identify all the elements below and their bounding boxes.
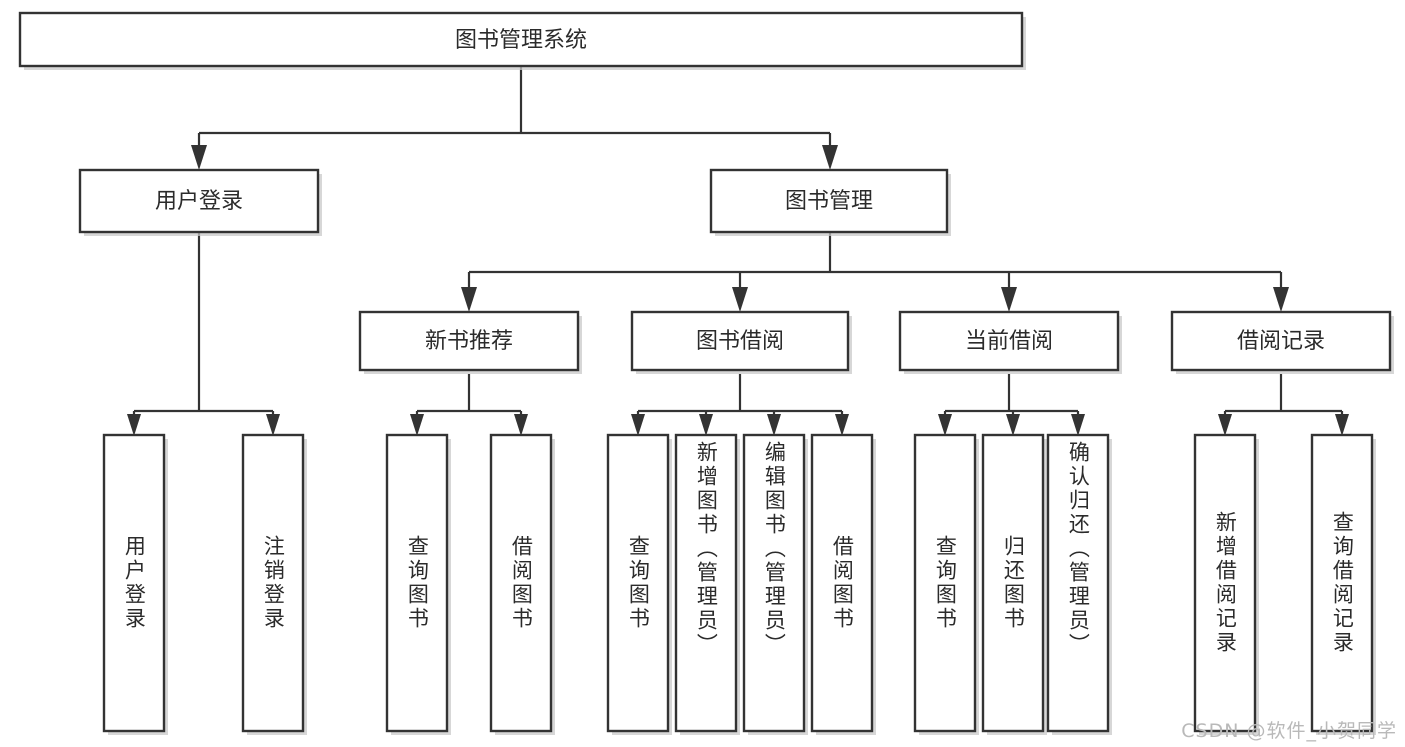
node-leaf-user-login[interactable]: [102, 433, 166, 733]
arrow-leaf-user-logout: [266, 414, 280, 436]
node-new-book-rec[interactable]: [358, 310, 580, 372]
node-borrow-record[interactable]: [1170, 310, 1392, 372]
node-current-borrow[interactable]: [898, 310, 1120, 372]
arrow-new-book-rec: [461, 287, 477, 312]
arrow-leaf-edit-book: [767, 414, 781, 436]
node-leaf-return-book[interactable]: [981, 433, 1045, 733]
node-book-borrow[interactable]: [630, 310, 850, 372]
connector-layer: [127, 66, 1349, 436]
arrow-user-login: [191, 145, 207, 170]
node-current-borrow-label: 当前借阅: [965, 329, 1053, 354]
node-leaf-confirm-return[interactable]: [1046, 433, 1110, 733]
arrow-book-manage: [822, 145, 838, 170]
node-leaf-add-book[interactable]: [674, 433, 738, 733]
node-root-label: 图书管理系统: [455, 28, 587, 53]
arrow-book-borrow: [732, 287, 748, 312]
node-book-manage-label: 图书管理: [785, 189, 873, 214]
arrow-leaf-query-book-1: [410, 414, 424, 436]
node-leaf-user-logout[interactable]: [241, 433, 305, 733]
node-book-borrow-label: 图书借阅: [696, 329, 784, 354]
arrow-leaf-add-book: [699, 414, 713, 436]
node-leaf-query-record[interactable]: [1310, 433, 1374, 733]
node-new-book-rec-label: 新书推荐: [425, 329, 513, 354]
arrow-leaf-query-record: [1335, 414, 1349, 436]
node-leaf-query-book-1[interactable]: [385, 433, 449, 733]
arrow-leaf-borrow-book-1: [514, 414, 528, 436]
arrow-leaf-confirm-return: [1071, 414, 1085, 436]
node-root[interactable]: [18, 11, 1024, 68]
node-user-login-label: 用户登录: [155, 189, 243, 214]
node-leaf-query-book-3[interactable]: [913, 433, 977, 733]
arrow-leaf-borrow-book-2: [835, 414, 849, 436]
arrow-current-borrow: [1001, 287, 1017, 312]
node-book-manage[interactable]: [709, 168, 949, 234]
node-leaf-borrow-book-2[interactable]: [810, 433, 874, 733]
arrow-leaf-add-record: [1218, 414, 1232, 436]
node-leaf-query-book-2[interactable]: [606, 433, 670, 733]
arrow-borrow-record: [1273, 287, 1289, 312]
watermark-text: CSDN @软件_小贺同学: [1181, 720, 1397, 742]
arrow-leaf-query-book-2: [631, 414, 645, 436]
node-leaf-edit-book[interactable]: [742, 433, 806, 733]
arrow-leaf-query-book-3: [938, 414, 952, 436]
node-layer: 图书管理系统 用户登录 图书管理 新书推荐 图书借阅 当前借阅 借阅记录: [18, 11, 1392, 733]
node-user-login[interactable]: [78, 168, 320, 234]
node-leaf-add-record[interactable]: [1193, 433, 1257, 733]
arrow-leaf-return-book: [1006, 414, 1020, 436]
node-leaf-borrow-book-1[interactable]: [489, 433, 553, 733]
arrow-leaf-user-login: [127, 414, 141, 436]
node-borrow-record-label: 借阅记录: [1237, 329, 1325, 354]
